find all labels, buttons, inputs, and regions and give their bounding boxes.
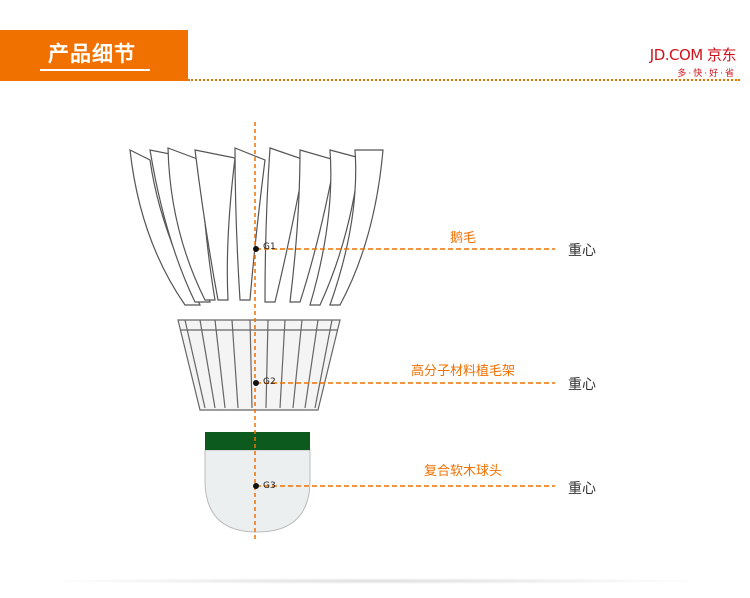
g1-marker: G1 xyxy=(263,242,276,252)
cg-label-3: 重心 xyxy=(568,481,596,497)
cork-label: 复合软木球头 xyxy=(423,464,503,479)
header-divider xyxy=(188,79,740,81)
title-underline xyxy=(40,69,150,71)
feather-label: 鹅毛 xyxy=(449,231,477,246)
logo-brand: JD.COM 京东 xyxy=(649,46,737,64)
jd-logo: JD.COM 京东 多·快·好·省 xyxy=(649,44,737,79)
holder-label: 高分子材料植毛架 xyxy=(410,364,516,379)
feather-holder xyxy=(177,319,341,411)
logo-slogan: 多·快·好·省 xyxy=(677,69,736,79)
cork-band xyxy=(205,432,310,450)
cg-markers xyxy=(253,246,259,489)
section-header: 产品细节 xyxy=(0,30,188,81)
g3-marker: G3 xyxy=(263,481,276,491)
cg-label-2: 重心 xyxy=(568,377,596,393)
cg-label-1: 重心 xyxy=(568,243,596,259)
bottom-shadow xyxy=(40,578,710,584)
feathers xyxy=(129,147,384,306)
section-title: 产品细节 xyxy=(48,42,136,66)
cg-lines xyxy=(256,248,555,487)
cork-head xyxy=(204,432,311,533)
g2-marker: G2 xyxy=(263,377,276,387)
